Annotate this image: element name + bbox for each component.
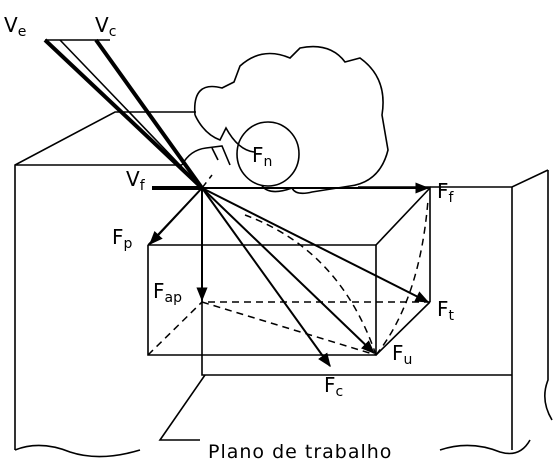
vc-label: Vc <box>95 13 116 40</box>
working-plane-caption: Plano de trabalho <box>208 441 392 463</box>
fp-label: Fp <box>112 225 133 252</box>
fc-label: Fc <box>324 373 343 400</box>
working-plane <box>158 188 512 441</box>
ff-label: Ff <box>437 179 455 206</box>
milling-cutter <box>181 45 389 195</box>
fu-label: Fu <box>392 341 412 368</box>
fap-label: Fap <box>153 279 182 306</box>
ve-label: Ve <box>4 13 26 40</box>
vf-label: Vf <box>126 167 146 194</box>
workpiece-block <box>14 111 553 458</box>
velocity-vectors <box>43 38 204 190</box>
ft-label: Ft <box>437 297 455 324</box>
force-vectors <box>149 182 430 368</box>
fn-label: Fn <box>252 143 272 170</box>
